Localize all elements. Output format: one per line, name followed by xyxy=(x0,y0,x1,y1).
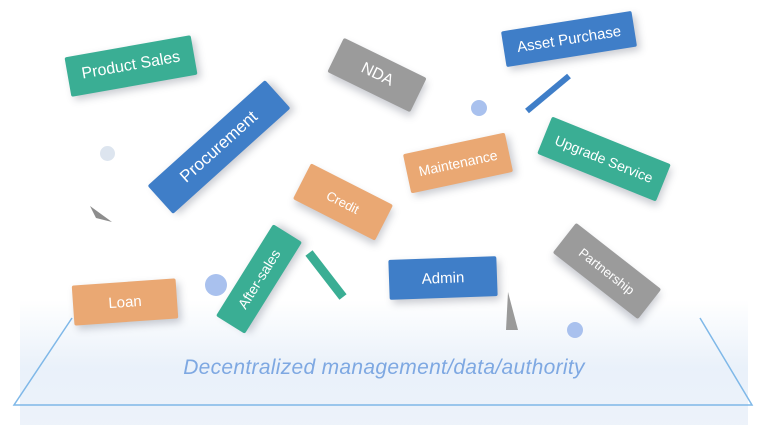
tag-loan: Loan xyxy=(71,278,179,326)
tag-label: Admin xyxy=(421,268,465,288)
decor-triangle xyxy=(506,292,518,330)
caption-text: Decentralized management/data/authority xyxy=(183,356,585,379)
tag-admin: Admin xyxy=(388,256,498,300)
decor-dot xyxy=(567,322,583,338)
decor-bar xyxy=(305,250,347,300)
tag-label: Product Sales xyxy=(80,48,182,83)
decor-dot xyxy=(100,146,115,161)
decor-bar xyxy=(525,73,571,114)
tag-label: Credit xyxy=(324,187,362,217)
decor-dot xyxy=(205,274,227,296)
tag-label: Loan xyxy=(107,292,143,312)
tag-label: Maintenance xyxy=(417,146,499,180)
decor-triangle xyxy=(90,206,112,222)
tag-label: NDA xyxy=(358,59,397,90)
tag-label: Asset Purchase xyxy=(515,22,623,56)
decor-dot xyxy=(471,100,487,116)
